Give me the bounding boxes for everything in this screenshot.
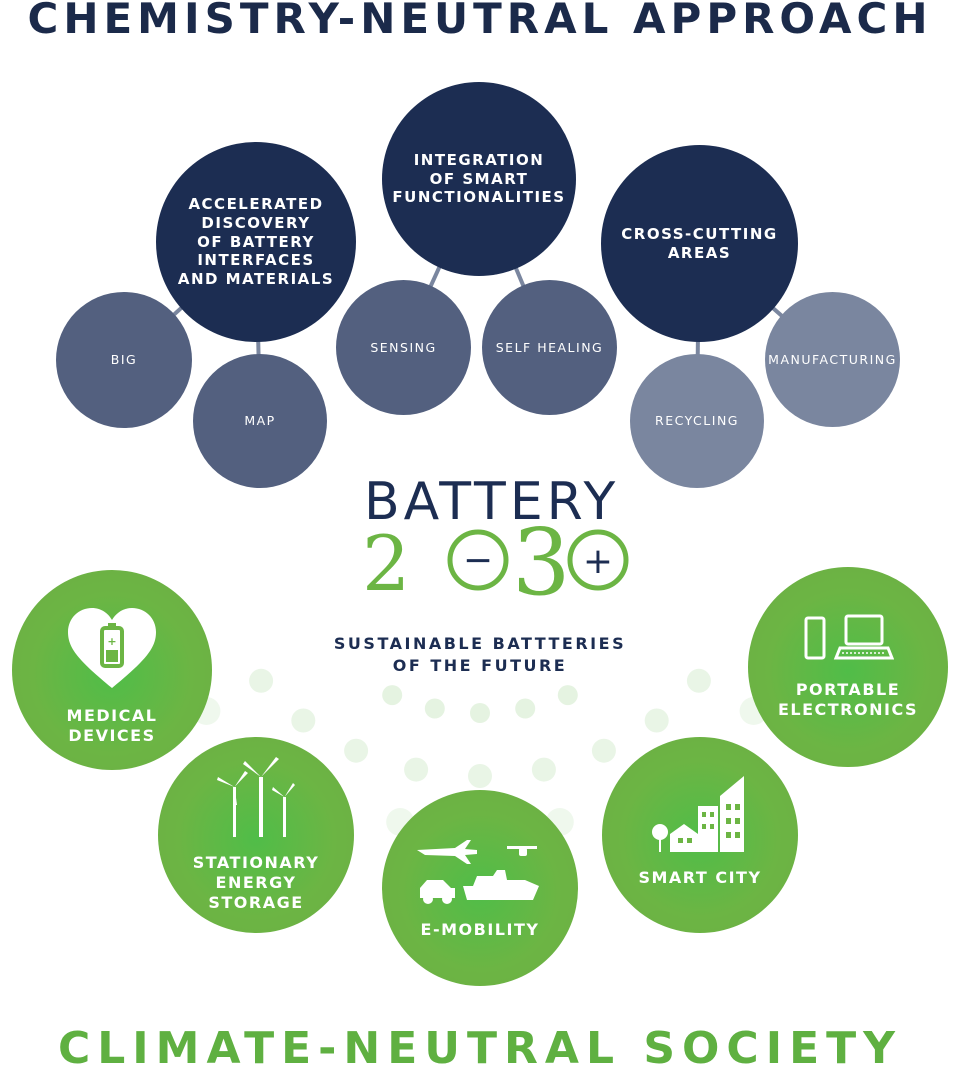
pillar-integration-label: INTEGRATION OF SMART FUNCTIONALITIES: [392, 150, 566, 207]
pillar-cross-cutting-label: CROSS-CUTTING AREAS: [621, 224, 778, 262]
decorative-dot: [591, 738, 616, 763]
city-icon: [652, 776, 744, 852]
decorative-dot: [382, 685, 403, 706]
logo-year: 2 − 3 +: [362, 514, 629, 598]
pillar-cross-cutting: CROSS-CUTTING AREAS: [601, 145, 798, 342]
heart-battery-icon: +: [68, 608, 156, 688]
pillar-accelerated-discovery-label: ACCELERATED DISCOVERY OF BATTERY INTERFA…: [177, 195, 335, 289]
decorative-dot: [644, 708, 669, 733]
app-e-mobility-label: E-MOBILITY: [420, 920, 540, 939]
decorative-dot: [404, 757, 429, 782]
pillar-accelerated-discovery: ACCELERATED DISCOVERY OF BATTERY INTERFA…: [156, 142, 356, 342]
app-stationary-storage-label: STATIONARY ENERGY STORAGE: [192, 853, 320, 912]
app-e-mobility: E-MOBILITY: [382, 790, 578, 986]
app-portable-electronics-label: PORTABLE ELECTRONICS: [777, 680, 919, 719]
pillar-integration: INTEGRATION OF SMART FUNCTIONALITIES: [382, 82, 576, 276]
decorative-dot: [468, 764, 492, 788]
app-smart-city: SMART CITY: [602, 737, 798, 933]
topic-manufacturing: MANUFACTURING: [765, 292, 900, 427]
topic-big: BIG: [56, 292, 192, 428]
app-stationary-storage: STATIONARY ENERGY STORAGE: [158, 737, 354, 933]
logo-digit-3: 3: [512, 514, 571, 598]
decorative-dot: [291, 708, 316, 733]
topic-map-label: MAP: [244, 413, 276, 429]
topic-sensing-label: SENSING: [370, 339, 437, 355]
topic-self-healing-label: SELF HEALING: [495, 339, 604, 355]
tagline-line1: SUSTAINABLE BATTTERIES: [333, 634, 627, 653]
topic-recycling-label: RECYCLING: [655, 413, 739, 429]
vehicles-icon: [417, 840, 539, 904]
logo-plus-ring: [567, 529, 629, 591]
decorative-dot: [424, 698, 445, 719]
topic-map: MAP: [193, 354, 327, 488]
app-portable-electronics: PORTABLE ELECTRONICS: [748, 567, 948, 767]
topic-sensing: SENSING: [336, 280, 471, 415]
app-smart-city-label: SMART CITY: [638, 868, 762, 887]
svg-text:+: +: [107, 635, 116, 648]
logo-digit-2: 2: [362, 519, 410, 598]
topic-big-label: BIG: [110, 352, 138, 368]
tagline-line2: OF THE FUTURE: [392, 656, 568, 675]
decorative-dot: [470, 703, 490, 723]
bottom-title: CLIMATE-NEUTRAL SOCIETY: [57, 1023, 903, 1074]
decorative-dot: [249, 668, 274, 693]
topic-recycling: RECYCLING: [630, 354, 764, 488]
decorative-dot: [344, 738, 369, 763]
topic-manufacturing-label: MANUFACTURING: [768, 351, 897, 367]
logo-minus: −: [463, 540, 493, 581]
logo-word: BATTERY: [364, 472, 620, 532]
app-medical-devices: + MEDICAL DEVICES: [12, 570, 212, 770]
top-title: CHEMISTRY-NEUTRAL APPROACH: [27, 0, 933, 43]
phone-laptop-icon: [804, 614, 894, 660]
decorative-dot: [531, 757, 556, 782]
decorative-dot: [686, 668, 711, 693]
decorative-dot: [557, 685, 578, 706]
logo-zero-ring: [447, 529, 509, 591]
logo-plus: +: [583, 541, 613, 582]
topic-self-healing: SELF HEALING: [482, 280, 617, 415]
wind-turbine-icon: [217, 757, 295, 837]
decorative-dot: [515, 698, 536, 719]
app-medical-devices-label: MEDICAL DEVICES: [66, 706, 158, 745]
